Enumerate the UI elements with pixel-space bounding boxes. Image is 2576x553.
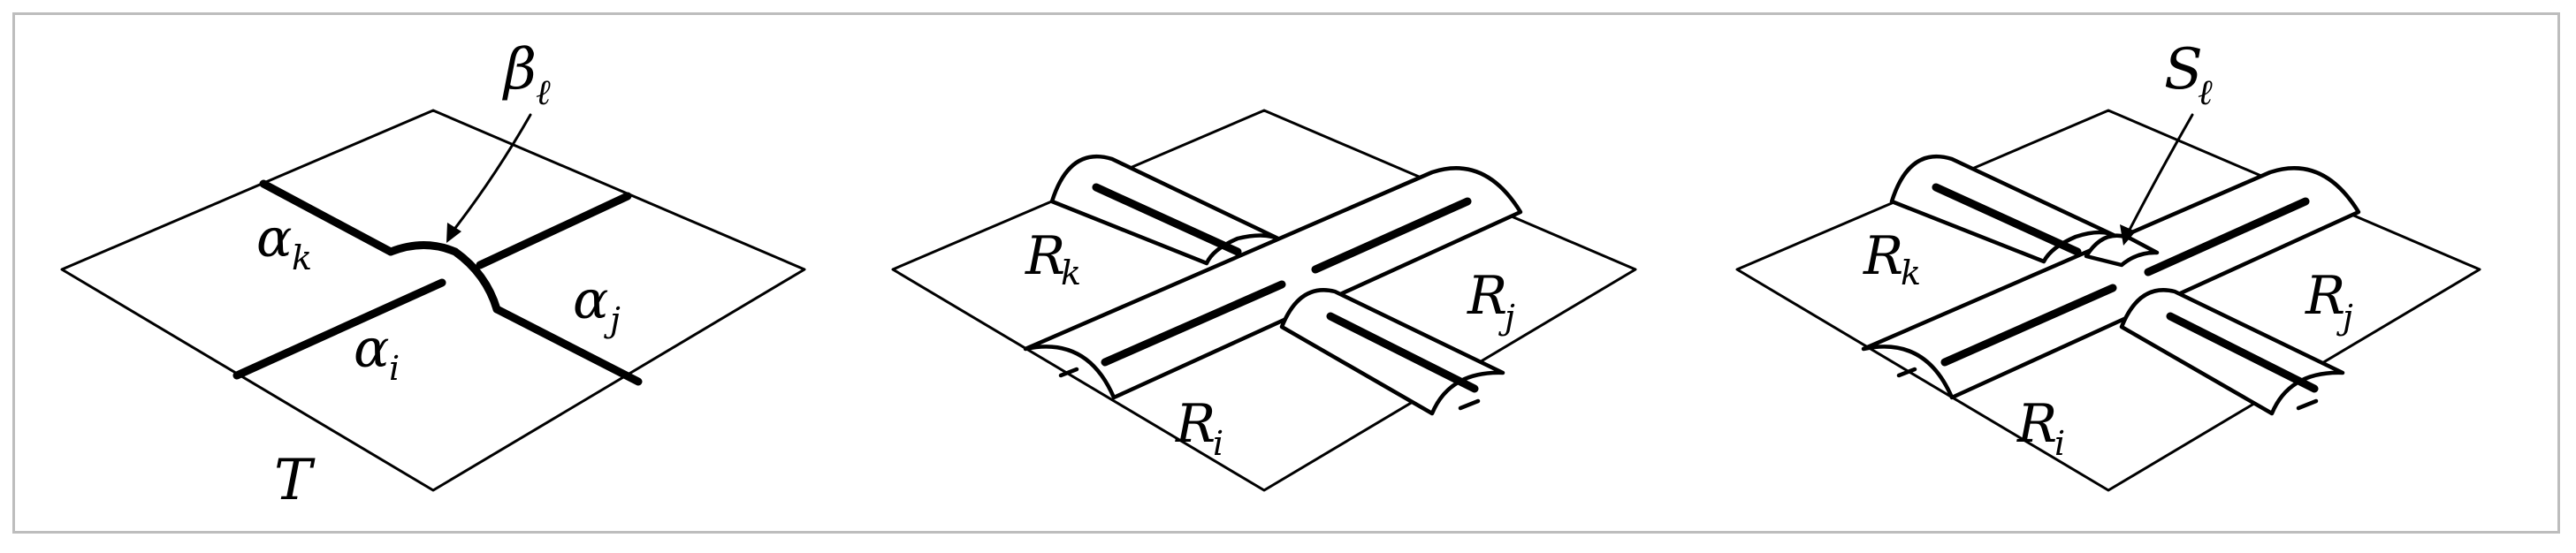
- core-curve-k-3: [1932, 183, 2082, 256]
- R-k-label-3: R: [1863, 225, 1903, 287]
- beta-subscript: ℓ: [536, 72, 551, 113]
- R-j-label-3: R: [2305, 265, 2345, 327]
- beta-arrowhead: [446, 223, 461, 243]
- torus-square-1: [60, 109, 806, 492]
- torus-square-2: [891, 109, 1637, 492]
- torus-label: T: [274, 448, 316, 513]
- R-j-label: R: [1467, 265, 1507, 327]
- band-R-k: [1049, 154, 1284, 266]
- R-k-subscript-3: k: [1901, 254, 1921, 292]
- alpha-i-upper: [476, 192, 632, 269]
- arc-tick-left-3: [1896, 367, 1917, 378]
- alpha-i-label: α: [354, 318, 390, 380]
- band-R-k-3: [1889, 154, 2120, 264]
- R-k-subscript: k: [1061, 254, 1081, 292]
- arc-tick-left: [1058, 367, 1079, 378]
- alpha-k-label: α: [256, 208, 293, 269]
- alpha-k-curve: [259, 179, 395, 256]
- alpha-i-curve: [232, 278, 446, 380]
- R-i-subscript-3: i: [2054, 424, 2065, 463]
- core-curve-j-3: [2166, 312, 2319, 393]
- alpha-j-curve: [492, 305, 643, 386]
- S-label: S: [2164, 37, 2203, 102]
- beta-label: β: [502, 37, 537, 102]
- R-i-label-3: R: [2016, 393, 2057, 455]
- torus-square-3: [1735, 109, 2481, 492]
- alpha-j-label: α: [573, 269, 609, 331]
- core-curve-i-3: [1940, 284, 2117, 367]
- saddle-S: [2084, 233, 2160, 268]
- arc-tick-right: [1458, 398, 1481, 411]
- core-curve-j: [1326, 312, 1479, 393]
- arc-tick-right-3: [2296, 398, 2319, 411]
- alpha-i-subscript: i: [389, 349, 400, 388]
- R-k-label: R: [1025, 225, 1065, 287]
- beta-pointer: [451, 113, 532, 233]
- R-i-label: R: [1175, 393, 1216, 455]
- S-arrowhead: [2120, 224, 2136, 246]
- alpha-k-subscript: k: [292, 239, 312, 277]
- R-i-subscript: i: [1213, 424, 1223, 463]
- panel-3: R k R i R j S ℓ: [1735, 37, 2481, 492]
- S-pointer: [2127, 113, 2194, 233]
- core-curve-i-3-upper: [2144, 197, 2310, 276]
- beta-arc: [386, 241, 501, 314]
- core-curve-i: [1101, 280, 1286, 367]
- panel-2: R k R i R j: [891, 109, 1637, 492]
- S-subscript: ℓ: [2198, 72, 2213, 113]
- panel-1: α k α i α j β ℓ T: [60, 37, 806, 513]
- core-curve-k: [1092, 183, 1242, 256]
- core-curve-i-upper: [1311, 197, 1472, 274]
